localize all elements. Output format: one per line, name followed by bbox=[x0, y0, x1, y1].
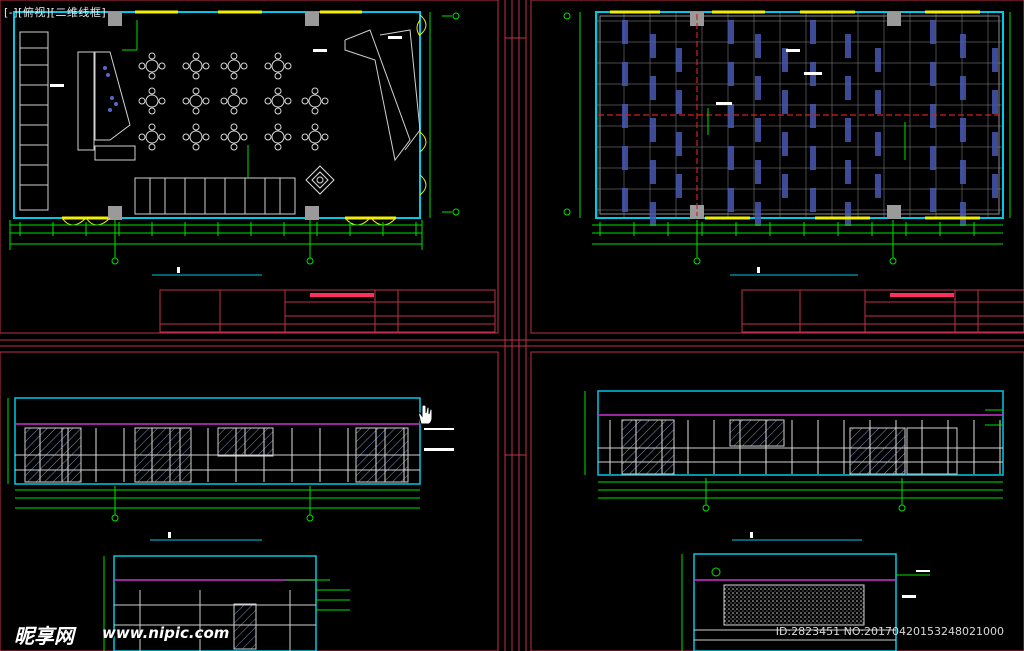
watermark-url: www.nipic.com bbox=[102, 624, 230, 642]
elevation-c bbox=[103, 555, 350, 651]
viewport-label[interactable]: [-][俯视][二维线框] bbox=[4, 6, 107, 19]
watermark-logo: 昵享网 bbox=[14, 624, 74, 648]
elevation-b bbox=[584, 390, 1004, 541]
hand-cursor-icon bbox=[418, 404, 433, 425]
elevation-a bbox=[7, 397, 454, 541]
floor-plan bbox=[9, 10, 496, 333]
elevation-d bbox=[681, 553, 930, 651]
watermark-id: ID:2823451 NO:20170420153248021000 bbox=[775, 625, 1004, 638]
ceiling-plan bbox=[563, 10, 1024, 333]
